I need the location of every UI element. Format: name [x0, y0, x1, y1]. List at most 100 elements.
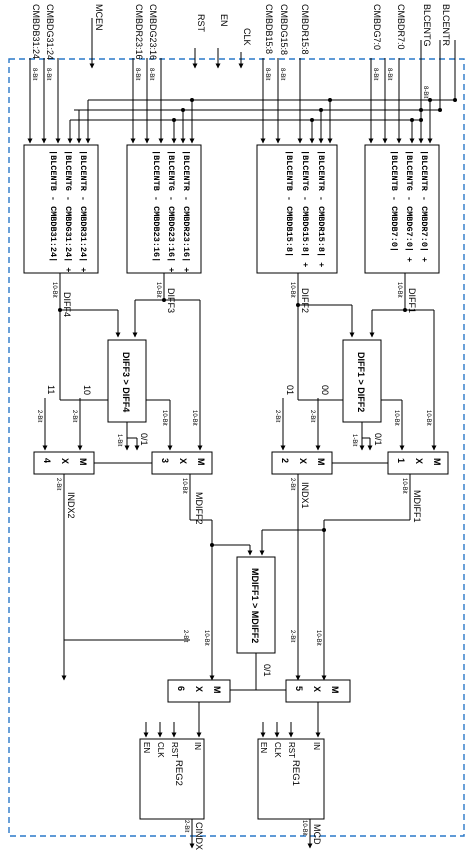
comparator-mdiff1-mdiff2-label: MDIFF1 > MDIFF2: [250, 568, 260, 643]
width-label: 2-Bit: [182, 630, 188, 643]
input-cmbdr15-8: CMBDR15:8: [300, 4, 310, 55]
signal-diff1: DIFF1: [407, 288, 417, 313]
input-blcentr: BLCENTR: [441, 4, 451, 47]
constant-00: 00: [320, 385, 330, 395]
output-cindx: CINDX: [194, 822, 204, 850]
reg1-pin-in: IN: [312, 742, 321, 750]
mux-3-x: X: [178, 458, 188, 464]
diff-block-2-line-1: |BLCENTR - CMBDR15:8| +: [316, 150, 326, 267]
diff-block-1: |BLCENTR - CMBDR7:0| + |BLCENTG - CMBDG7…: [364, 144, 440, 274]
width-label: 10-Bit: [315, 630, 321, 646]
input-cmbdg15-8: CMBDG15:8: [279, 4, 289, 55]
signal-diff4: DIFF4: [62, 292, 72, 317]
input-cmbdg23-16: CMBDG23:16: [148, 4, 158, 60]
width-label: 8-Bit: [264, 68, 270, 81]
width-label: 8-Bit: [45, 68, 51, 81]
diff-block-4-line-1: |BLCENTR - CMBDR31:24| +: [78, 150, 88, 272]
input-clk: CLK: [242, 28, 252, 46]
input-cmbdr23-16: CMBDR23:16: [134, 4, 144, 60]
width-label: 8-Bit: [134, 68, 140, 81]
width-label: 10-Bit: [181, 478, 187, 494]
width-label: 2-Bit: [71, 410, 77, 423]
input-mcen: MCEN: [94, 4, 104, 31]
width-label: 10-Bit: [155, 282, 161, 298]
width-labels-inputs: 8-Bit 8-Bit 8-Bit 8-Bit 8-Bit 8-Bit 8-Bi…: [31, 68, 428, 99]
constant-01: 01: [285, 385, 295, 395]
width-label: 1-Bit: [116, 434, 122, 447]
mux-1-x: X: [414, 458, 424, 464]
mux-1: 1 X M: [387, 451, 449, 475]
reg1-name: REG1: [290, 760, 301, 786]
width-label: 8-Bit: [148, 68, 154, 81]
reg2-pin-in: IN: [193, 742, 202, 750]
width-label: 8-Bit: [279, 68, 285, 81]
diff-block-4-line-3: |BLCENTB - CMBDB31:24|: [48, 150, 58, 262]
comparator-select-wiring: [124, 422, 373, 451]
width-label: 10-Bit: [425, 410, 431, 426]
diff-block-2-line-2: |BLCENTG - CMBDG15:8| +: [300, 150, 310, 267]
mux-4: 4 X M: [33, 451, 95, 475]
mux-6-m: M: [212, 686, 222, 694]
mux-output-wiring: [61, 474, 411, 681]
mux-1-number: 1: [396, 458, 406, 463]
diff-block-3-line-1: |BLCENTR - CMBDR23:16| +: [181, 150, 191, 272]
width-label: 2-Bit: [183, 820, 189, 833]
width-label: 10-Bit: [161, 410, 167, 426]
register-reg2: EN CLK RST IN REG2: [139, 738, 205, 820]
mux-4-m: M: [78, 458, 88, 466]
diff-block-3: |BLCENTR - CMBDR23:16| + |BLCENTG - CMBD…: [126, 144, 202, 274]
width-label: 1-Bit: [351, 434, 357, 447]
signal-diff2: DIFF2: [300, 288, 310, 313]
diff-block-4-line-2: |BLCENTG - CMBDG31:24| +: [63, 150, 73, 272]
input-cmbdb31-24: CMBDB31:24: [31, 4, 41, 59]
diff-block-1-line-1: |BLCENTR - CMBDR7:0| +: [419, 150, 429, 262]
input-wiring: [27, 18, 456, 144]
width-label: 2-Bit: [289, 478, 295, 491]
input-cmbdr7-0: CMBDR7:0: [396, 4, 406, 50]
constant-11: 11: [46, 385, 56, 394]
reg-input-wiring: [143, 702, 321, 738]
diff-block-1-line-3: |BLCENTB - CMBDB7:0|: [389, 150, 399, 252]
reg1-pin-clk: CLK: [273, 742, 282, 758]
register-reg1: EN CLK RST IN REG1: [257, 738, 325, 820]
width-label: 2-Bit: [274, 410, 280, 423]
mux-2-m: M: [316, 458, 326, 466]
width-label: 10-Bit: [301, 820, 307, 836]
width-label: 2-Bit: [289, 630, 295, 643]
reg2-pin-rst: RST: [170, 742, 179, 758]
mux-6: 6 X M: [167, 679, 231, 703]
input-cmbdg7-0: CMBDG7:0: [372, 4, 382, 50]
mdiff-select-wiring: [230, 653, 286, 691]
mid-junctions: [210, 528, 326, 547]
signal-indx2: INDX2: [66, 492, 76, 519]
width-label: 2-Bit: [55, 478, 61, 491]
signal-mdiff1: MDIFF1: [412, 490, 422, 523]
select-label: 0/1: [262, 664, 272, 677]
system-boundary: [8, 58, 465, 837]
mux-1-m: M: [432, 458, 442, 466]
input-blcentg: BLCENTG: [422, 4, 432, 47]
width-label: 8-Bit: [386, 68, 392, 81]
select-label: 0/1: [139, 433, 149, 446]
mux-5-number: 5: [294, 686, 304, 691]
comparator-diff3-diff4: DIFF3 > DIFF4: [107, 339, 147, 423]
width-label: 10-Bit: [396, 282, 402, 298]
diff-block-3-line-2: |BLCENTG - CMBDG23:16| +: [166, 150, 176, 272]
mux-3-number: 3: [160, 458, 170, 463]
diff-block-3-line-3: |BLCENTB - CMBDB23:16|: [151, 150, 161, 262]
input-en: EN: [219, 14, 229, 27]
mux-5: 5 X M: [285, 679, 351, 703]
comparator-mdiff1-mdiff2: MDIFF1 > MDIFF2: [236, 556, 276, 654]
constant-10: 10: [82, 385, 92, 395]
width-label: 8-Bit: [31, 68, 37, 81]
mux-4-number: 4: [42, 458, 52, 463]
select-label: 0/1: [373, 433, 383, 446]
input-cmbdb15-8: CMBDB15:8: [264, 4, 274, 54]
diff-junctions: [58, 298, 407, 312]
mux-5-x: X: [312, 686, 322, 692]
diff-block-2-line-3: |BLCENTB - CMBDB15:8|: [284, 150, 294, 257]
width-label: 10-Bit: [203, 630, 209, 646]
reg2-pin-en: EN: [142, 742, 151, 753]
output-mcd: MCD: [312, 824, 322, 845]
